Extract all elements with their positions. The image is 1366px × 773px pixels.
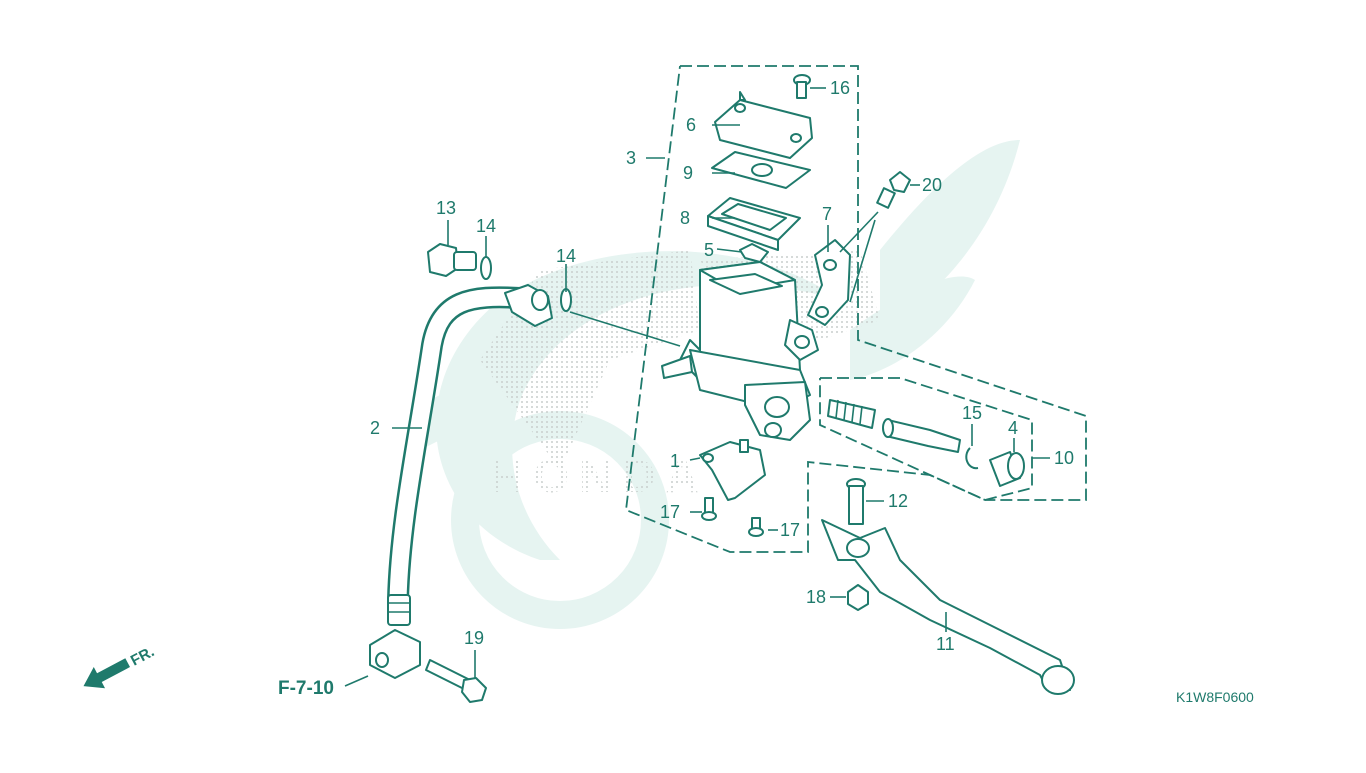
callout-9: 9 xyxy=(683,163,693,183)
oil-bolt xyxy=(427,243,477,277)
callout-19: 19 xyxy=(464,628,484,648)
master-cylinder-holder xyxy=(807,239,851,326)
hose-clamp-bolt xyxy=(425,659,487,703)
section-reference[interactable]: F-7-10 xyxy=(278,678,334,699)
piston-boot xyxy=(989,451,1025,487)
return-spring xyxy=(827,399,876,429)
piston xyxy=(882,418,961,453)
circlip xyxy=(965,447,979,470)
callout-17-left: 17 xyxy=(660,502,680,522)
pivot-bolt xyxy=(846,478,866,525)
assembly-boundary-10 xyxy=(819,377,1033,501)
callout-18: 18 xyxy=(806,587,826,607)
callout-10: 10 xyxy=(1054,448,1074,468)
cap-screw xyxy=(793,74,811,99)
master-cylinder-body xyxy=(661,261,819,441)
brake-light-switch xyxy=(699,439,766,501)
sealing-washer-lower xyxy=(560,288,572,312)
diaphragm-plate xyxy=(711,151,811,189)
pivot-nut xyxy=(847,584,869,611)
brake-lever xyxy=(821,519,1075,695)
float xyxy=(739,243,769,263)
callout-5: 5 xyxy=(704,240,714,260)
switch-screw-left xyxy=(701,497,717,521)
callout-8: 8 xyxy=(680,208,690,228)
callout-labels: 1 2 3 4 5 6 7 8 9 10 11 12 13 14 14 15 1… xyxy=(370,78,1074,654)
front-direction-arrow: FR. xyxy=(83,643,157,689)
callout-13: 13 xyxy=(436,198,456,218)
brake-hose xyxy=(369,284,553,679)
callout-14-upper: 14 xyxy=(476,216,496,236)
watermark-text: HONDA xyxy=(490,450,709,502)
callout-12: 12 xyxy=(888,491,908,511)
sealing-washer-upper xyxy=(480,256,492,280)
holder-bolt xyxy=(876,171,911,209)
callout-2: 2 xyxy=(370,418,380,438)
switch-screw-right xyxy=(748,517,764,537)
front-direction-label: FR. xyxy=(128,643,157,669)
callout-11: 11 xyxy=(936,634,955,654)
reservoir-cap xyxy=(714,91,813,159)
callout-20: 20 xyxy=(922,175,942,195)
callout-14-lower: 14 xyxy=(556,246,576,266)
callout-7: 7 xyxy=(822,204,832,224)
callout-6: 6 xyxy=(686,115,696,135)
callout-15: 15 xyxy=(962,403,982,423)
callout-4: 4 xyxy=(1008,418,1018,438)
callout-16: 16 xyxy=(830,78,850,98)
drawing-code: K1W8F0600 xyxy=(1176,689,1254,705)
callout-17-right: 17 xyxy=(780,520,800,540)
diaphragm xyxy=(707,197,801,251)
leader-lines xyxy=(344,87,1050,687)
callout-1: 1 xyxy=(670,451,680,471)
callout-3: 3 xyxy=(626,148,636,168)
